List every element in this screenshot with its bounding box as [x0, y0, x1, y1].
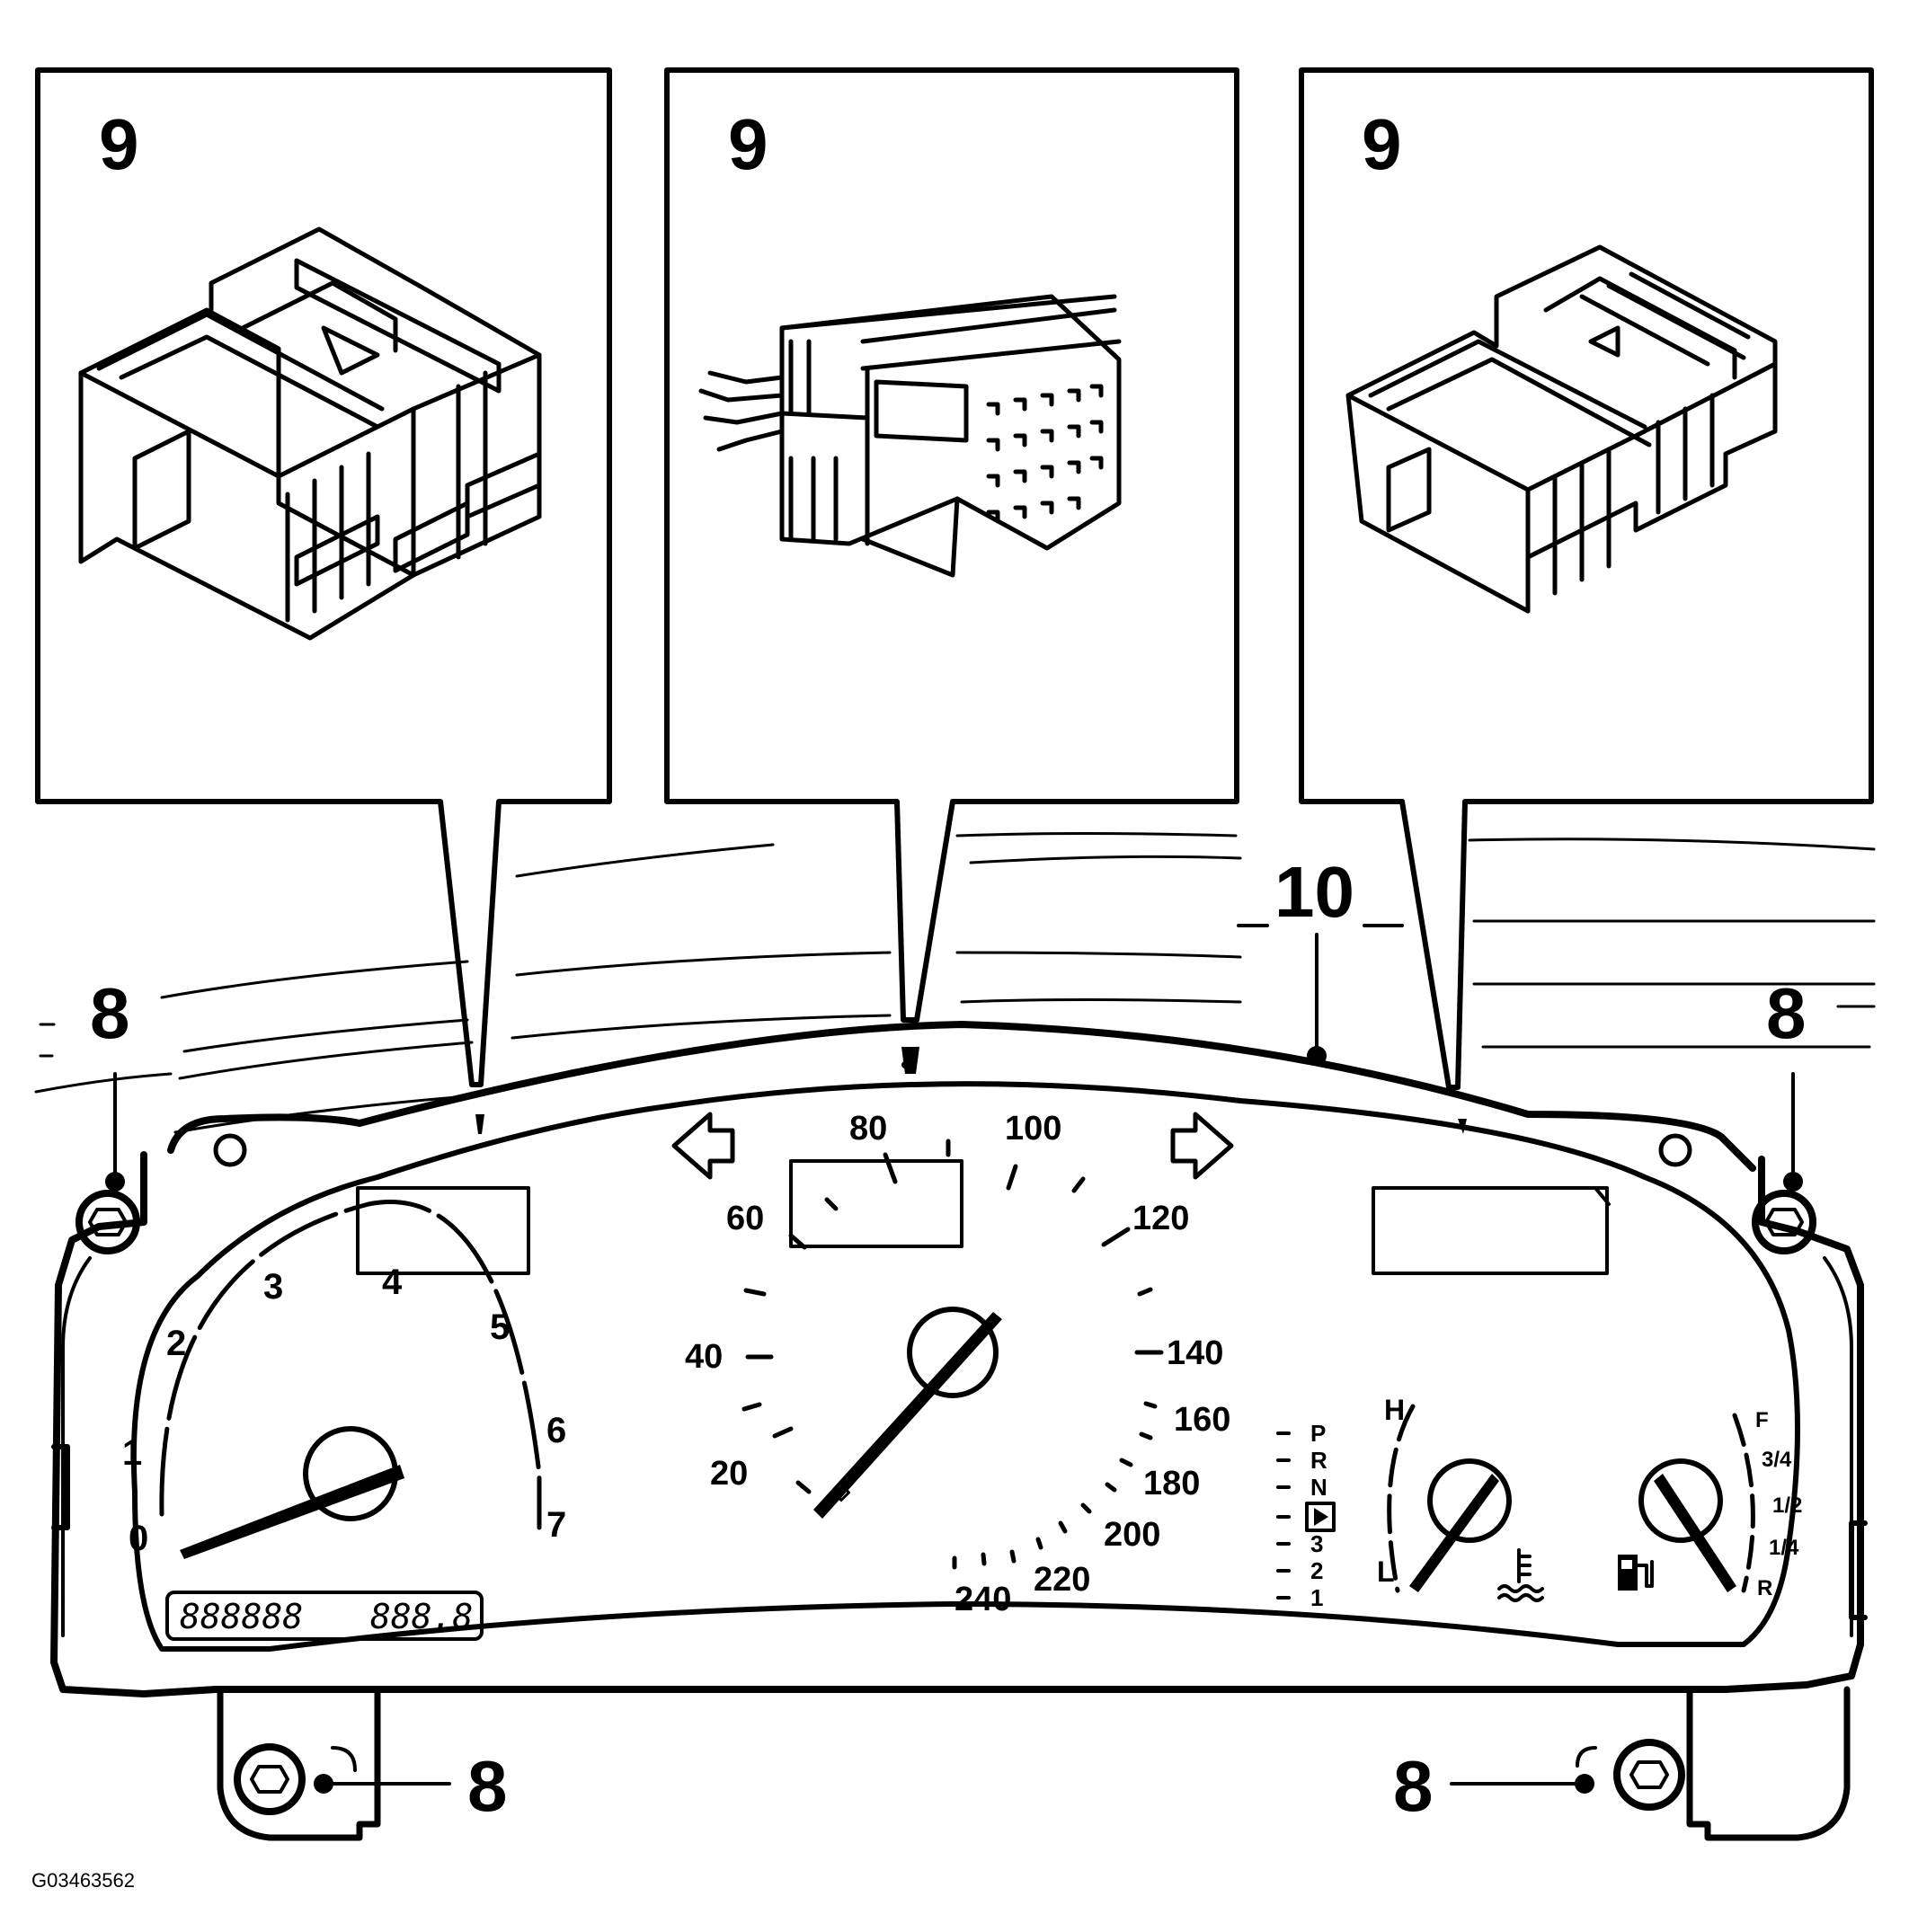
tachometer: 0 1 2 3 4 5 6 7 [122, 1200, 566, 1559]
callout-connector-right: 9 [1362, 104, 1402, 184]
temperature-gauge: H L [1377, 1394, 1544, 1602]
fuel-gauge: F 3/4 1/2 1/4 R [1618, 1408, 1802, 1600]
instrument-cluster [50, 1021, 1868, 1841]
warning-window-right-tab [1567, 1186, 1611, 1206]
tach-label: 5 [490, 1307, 510, 1347]
tachometer-needle [180, 1465, 404, 1559]
odometer-trip: 888.8 [370, 1597, 473, 1636]
callout-screw-bottom-right: 8 [1393, 1746, 1434, 1826]
temp-cold-label: L [1377, 1555, 1395, 1588]
tach-label: 3 [263, 1267, 283, 1307]
fuel-three-quarter-label: 3/4 [1762, 1448, 1792, 1472]
gear-label: R [1310, 1447, 1327, 1474]
connector-center-drawing [698, 294, 1122, 578]
tach-label: 1 [122, 1433, 142, 1473]
temperature-hub [1427, 1458, 1512, 1543]
callout-screw-top-right: 8 [1766, 973, 1807, 1053]
tach-label: 6 [546, 1411, 566, 1450]
speedo-label: 100 [1005, 1110, 1061, 1148]
tach-label: 4 [382, 1263, 403, 1302]
temp-hot-label: H [1384, 1394, 1405, 1426]
speedometer: 20 40 60 80 100 120 140 160 180 200 220 … [685, 1110, 1230, 1618]
gear-selector: P R N 3 2 1 [1276, 1420, 1336, 1611]
leader-dots [105, 1046, 1803, 1794]
speedo-label: 80 [849, 1110, 887, 1148]
warning-window-right [1372, 1186, 1609, 1275]
speedo-label: 40 [685, 1338, 723, 1376]
screw-top-right [1752, 1190, 1816, 1254]
detail-box-left [35, 67, 612, 1087]
speedo-label: 140 [1167, 1334, 1223, 1372]
screw-bottom-left [234, 1743, 357, 1815]
leader-lines [113, 924, 1795, 1786]
fuel-needle [1654, 1474, 1736, 1592]
turn-right-arrow-icon [1170, 1112, 1234, 1180]
screw-top-left [75, 1190, 140, 1254]
detail-box-right [1299, 67, 1874, 1090]
gear-drive-triangle-icon [1314, 1508, 1328, 1526]
gear-selected-box [1305, 1502, 1336, 1532]
speedo-label: 180 [1143, 1465, 1200, 1502]
speedo-label: 200 [1104, 1516, 1160, 1554]
speedometer-needle [813, 1312, 1002, 1519]
speedo-label: 160 [1174, 1401, 1230, 1439]
fuel-full-label: F [1755, 1408, 1769, 1432]
callout-connector-left: 9 [99, 104, 139, 184]
connector-left-drawing [78, 226, 542, 641]
fuel-half-label: 1/2 [1772, 1493, 1802, 1518]
connector-right-drawing [1345, 244, 1778, 614]
tach-label: 7 [546, 1505, 566, 1545]
gear-label: 2 [1310, 1557, 1323, 1584]
odometer: 888888 888.8 [165, 1591, 484, 1641]
speedo-label: 220 [1034, 1561, 1090, 1599]
gear-label: 1 [1310, 1584, 1323, 1611]
fuel-pump-icon [1618, 1555, 1654, 1591]
speedo-label: 60 [726, 1200, 764, 1237]
odometer-total: 888888 [180, 1597, 303, 1636]
coolant-icon [1497, 1548, 1544, 1602]
speedo-label: 240 [954, 1581, 1011, 1618]
fuel-hub [1638, 1458, 1723, 1543]
callout-connector-center: 9 [728, 104, 768, 184]
fuel-quarter-label: 1/4 [1769, 1536, 1799, 1560]
figure-id: G03463562 [31, 1869, 135, 1892]
speedo-label: 20 [710, 1455, 748, 1493]
detail-box-center [664, 67, 1239, 1023]
warning-window-center [789, 1159, 963, 1248]
dashboard-contour-lines [34, 832, 1876, 1134]
turn-left-arrow-icon [671, 1112, 735, 1180]
gear-label: N [1310, 1474, 1327, 1501]
speedometer-hub [907, 1307, 999, 1398]
fuel-reserve-label: R [1757, 1576, 1772, 1600]
gear-label: P [1310, 1420, 1326, 1447]
screw-bottom-right [1576, 1739, 1685, 1811]
gear-label: 3 [1310, 1530, 1323, 1557]
speedo-label: 120 [1132, 1200, 1189, 1237]
warning-window-left [356, 1186, 530, 1275]
callout-screw-bottom-left: 8 [467, 1746, 508, 1826]
temperature-needle [1409, 1474, 1499, 1592]
connector-markers [475, 1047, 1467, 1134]
tach-label: 0 [129, 1519, 148, 1558]
callout-screw-top-left: 8 [90, 973, 130, 1053]
callout-cluster: 10 [1274, 852, 1354, 932]
tach-label: 2 [166, 1324, 186, 1363]
